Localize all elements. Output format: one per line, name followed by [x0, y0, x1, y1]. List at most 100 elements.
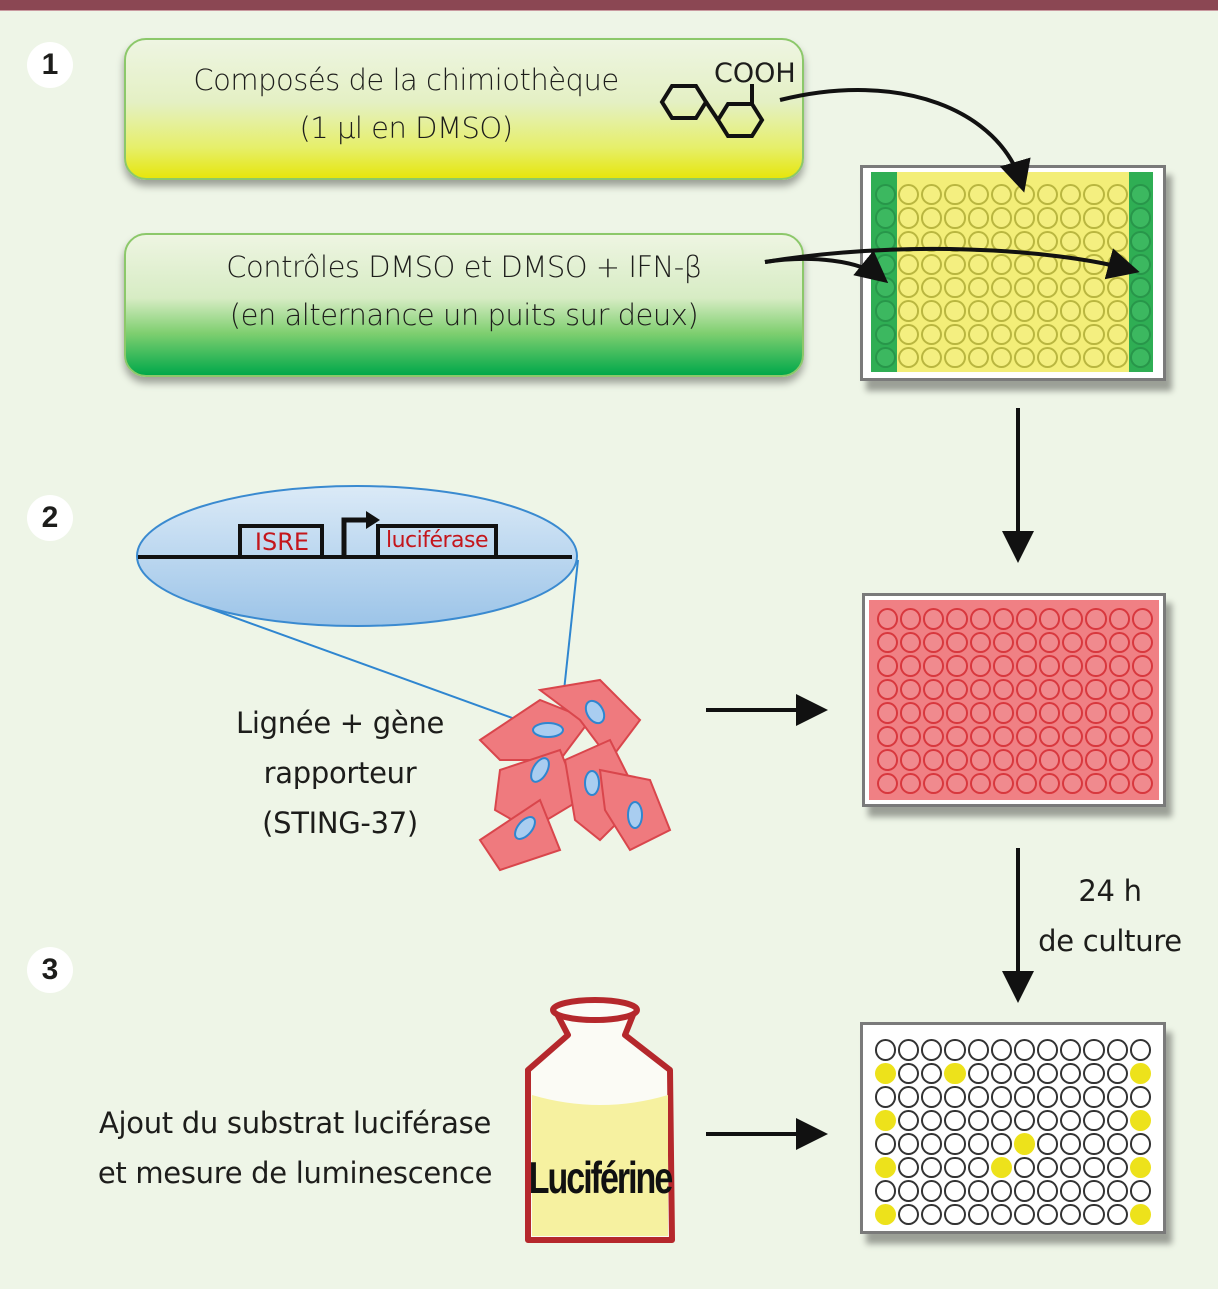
- well-B9: [1062, 631, 1084, 653]
- step-3-badge: 3: [27, 947, 73, 993]
- well-E2: [900, 702, 922, 724]
- substrate-label-2: et mesure de luminescence: [97, 1156, 493, 1190]
- well-C6: [990, 1086, 1012, 1108]
- well-A8: [1037, 184, 1059, 206]
- well-A9: [1062, 608, 1084, 630]
- step-2-badge: 2: [27, 495, 73, 541]
- well-E5: [967, 1133, 989, 1155]
- well-E7: [1013, 1133, 1036, 1155]
- well-H4: [944, 346, 966, 368]
- controls-line2: (en alternance un puits sur deux): [229, 298, 699, 332]
- compounds-line2: (1 µl en DMSO): [299, 111, 513, 145]
- well-H3: [923, 772, 945, 794]
- well-E10: [1083, 1133, 1105, 1155]
- well-C5: [969, 655, 991, 677]
- well-G6: [990, 1180, 1012, 1202]
- cell-line-label-1: Lignée + gène: [236, 706, 444, 740]
- well-H11: [1108, 772, 1130, 794]
- well-D4: [944, 253, 966, 275]
- well-G10: [1083, 1180, 1105, 1202]
- well-H12: [1131, 772, 1153, 794]
- well-C12: [1129, 230, 1151, 252]
- well-D10: [1085, 678, 1107, 700]
- well-G3: [921, 1180, 943, 1202]
- well-E5: [967, 277, 989, 299]
- well-G1: [877, 749, 899, 771]
- plate-step2: [862, 593, 1166, 807]
- well-F12: [1131, 725, 1153, 747]
- well-D3: [921, 1109, 943, 1131]
- well-B8: [1037, 207, 1059, 229]
- well-C2: [898, 1086, 920, 1108]
- well-A1: [877, 608, 899, 630]
- well-B3: [923, 631, 945, 653]
- well-B10: [1085, 631, 1107, 653]
- well-E1: [877, 702, 899, 724]
- well-H12: [1129, 346, 1151, 368]
- well-C8: [1039, 655, 1061, 677]
- well-G8: [1039, 749, 1061, 771]
- well-B12: [1131, 631, 1153, 653]
- well-A5: [967, 1039, 989, 1061]
- well-B2: [898, 1062, 920, 1084]
- well-H8: [1037, 346, 1059, 368]
- controls-line1: Contrôles DMSO et DMSO + IFN-β: [226, 250, 702, 284]
- well-A4: [944, 1039, 966, 1061]
- well-G5: [967, 323, 989, 345]
- well-H9: [1060, 1203, 1082, 1225]
- well-E10: [1083, 277, 1105, 299]
- well-H1: [875, 1203, 897, 1225]
- well-H11: [1106, 346, 1128, 368]
- well-A10: [1083, 184, 1105, 206]
- well-E6: [990, 277, 1012, 299]
- well-C8: [1037, 230, 1059, 252]
- well-G7: [1013, 1180, 1036, 1202]
- well-H9: [1060, 346, 1082, 368]
- controls-box: Contrôles DMSO et DMSO + IFN-β (en alter…: [124, 233, 804, 377]
- well-G6: [990, 323, 1012, 345]
- well-F11: [1108, 725, 1130, 747]
- well-F4: [946, 725, 968, 747]
- well-B2: [900, 631, 922, 653]
- well-D7: [1013, 1109, 1036, 1131]
- well-H1: [875, 346, 897, 368]
- well-E12: [1129, 1133, 1151, 1155]
- well-E9: [1060, 1133, 1082, 1155]
- well-G4: [944, 1180, 966, 1202]
- well-B8: [1037, 1062, 1059, 1084]
- well-G7: [1015, 749, 1038, 771]
- well-A12: [1129, 1039, 1151, 1061]
- well-D9: [1060, 1109, 1082, 1131]
- well-B1: [877, 631, 899, 653]
- well-B11: [1108, 631, 1130, 653]
- well-G11: [1108, 749, 1130, 771]
- well-A8: [1039, 608, 1061, 630]
- well-B8: [1039, 631, 1061, 653]
- well-H11: [1106, 1203, 1128, 1225]
- well-D3: [923, 678, 945, 700]
- well-F2: [898, 300, 920, 322]
- well-F7: [1013, 300, 1036, 322]
- well-C6: [992, 655, 1014, 677]
- arrow-compounds-to-plate: [779, 87, 1031, 193]
- well-G3: [921, 323, 943, 345]
- well-E9: [1062, 702, 1084, 724]
- well-A6: [990, 1039, 1012, 1061]
- luciferase-gene-label: luciférase: [385, 528, 489, 553]
- well-G6: [992, 749, 1014, 771]
- well-F8: [1037, 300, 1059, 322]
- well-D7: [1015, 678, 1038, 700]
- zoom-line-left: [199, 604, 541, 729]
- well-F6: [990, 300, 1012, 322]
- well-F12: [1129, 300, 1151, 322]
- compounds-box: Composés de la chimiothèque (1 µl en DMS…: [124, 38, 804, 180]
- well-B3: [921, 207, 943, 229]
- well-D8: [1037, 1109, 1059, 1131]
- arrow-controls-to-right-column: [764, 246, 1140, 280]
- well-B10: [1083, 1062, 1105, 1084]
- well-A10: [1083, 1039, 1105, 1061]
- well-D11: [1108, 678, 1130, 700]
- well-F5: [967, 300, 989, 322]
- well-F6: [992, 725, 1014, 747]
